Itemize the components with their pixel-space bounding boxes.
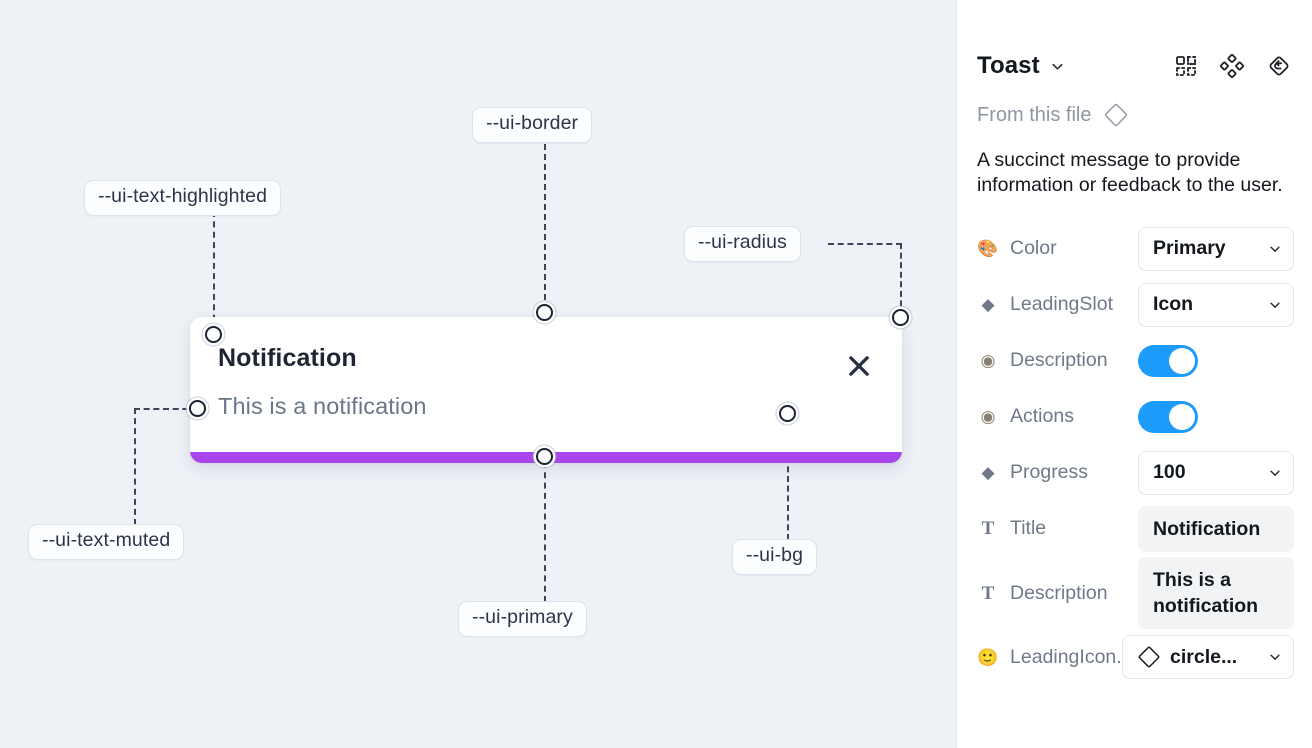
title-field-value: Notification xyxy=(1153,517,1261,540)
handle-ui-text-highlighted[interactable] xyxy=(205,326,222,343)
property-control: Primary xyxy=(1138,226,1294,271)
eye-icon: ◉ xyxy=(980,407,996,427)
property-label-color: 🎨 Color xyxy=(977,237,1130,260)
property-control: This is a notification xyxy=(1138,556,1294,630)
color-select-value: Primary xyxy=(1153,237,1226,260)
property-row-leadingslot: ◆ LeadingSlot Icon xyxy=(957,277,1312,333)
connector-ui-border xyxy=(544,144,546,310)
property-row-description-toggle: ◉ Description xyxy=(957,333,1312,389)
from-this-file-row: From this file xyxy=(957,80,1312,128)
property-name: Description xyxy=(1010,349,1108,372)
property-name: LeadingSlot xyxy=(1010,293,1114,316)
chevron-down-icon[interactable] xyxy=(1050,59,1065,74)
property-name: Title xyxy=(1010,517,1047,540)
leadingslot-select-value: Icon xyxy=(1153,293,1194,316)
handle-ui-bg[interactable] xyxy=(779,405,796,422)
property-row-description-text: T Description This is a notification xyxy=(957,556,1312,630)
connector-ui-text-highlighted xyxy=(213,211,215,331)
description-field[interactable]: This is a notification xyxy=(1138,556,1294,630)
header-icon-group xyxy=(1174,53,1292,79)
text-type-icon: T xyxy=(981,582,995,604)
component-variants-icon[interactable] xyxy=(1174,54,1198,78)
property-control: Icon xyxy=(1138,282,1294,327)
chevron-down-icon xyxy=(1262,298,1282,312)
toast-description: This is a notification xyxy=(218,393,427,419)
handle-ui-border[interactable] xyxy=(536,304,553,321)
text-type-icon: T xyxy=(981,518,995,540)
property-row-actions-toggle: ◉ Actions xyxy=(957,389,1312,445)
property-control xyxy=(1138,344,1294,377)
handle-ui-text-muted[interactable] xyxy=(189,400,206,417)
annotation-ui-text-highlighted[interactable]: --ui-text-highlighted xyxy=(84,180,282,216)
connector-ui-radius-horizontal xyxy=(828,243,902,245)
property-control: 100 xyxy=(1138,450,1294,495)
property-name: Description xyxy=(1010,581,1108,604)
property-name: Actions xyxy=(1010,405,1074,428)
properties-panel: Toast xyxy=(956,0,1312,748)
property-label-progress: ◆ Progress xyxy=(977,461,1130,484)
design-canvas[interactable]: Notification This is a notification --ui… xyxy=(0,0,956,748)
connector-ui-bg xyxy=(787,418,789,540)
toggle-knob xyxy=(1169,403,1195,430)
annotation-ui-bg[interactable]: --ui-bg xyxy=(732,539,818,575)
property-control: circle... xyxy=(1122,635,1294,680)
annotation-ui-primary[interactable]: --ui-primary xyxy=(458,601,587,637)
annotation-ui-radius[interactable]: --ui-radius xyxy=(684,226,801,262)
toast-title: Notification xyxy=(218,344,357,372)
connector-ui-radius-vertical xyxy=(900,243,902,316)
connector-ui-text-muted-vertical xyxy=(134,408,136,525)
handle-ui-primary[interactable] xyxy=(536,448,553,465)
chevron-down-icon xyxy=(1262,650,1282,664)
progress-select[interactable]: 100 xyxy=(1138,450,1294,495)
progress-select-value: 100 xyxy=(1153,461,1186,484)
color-select[interactable]: Primary xyxy=(1138,226,1294,271)
property-label-description: ◉ Description xyxy=(977,349,1130,372)
title-field[interactable]: Notification xyxy=(1138,505,1294,552)
property-control xyxy=(1138,400,1294,433)
property-list: 🎨 Color Primary xyxy=(957,221,1312,686)
property-control: Notification xyxy=(1138,505,1294,552)
diamond-component-icon xyxy=(1103,102,1129,128)
property-label-title: T Title xyxy=(977,517,1130,540)
annotation-ui-text-muted[interactable]: --ui-text-muted xyxy=(28,524,185,560)
diamond-component-icon xyxy=(1137,645,1161,669)
chevron-down-icon xyxy=(1262,242,1282,256)
property-label-actions: ◉ Actions xyxy=(977,405,1130,428)
chevron-down-icon xyxy=(1262,466,1282,480)
annotation-ui-border[interactable]: --ui-border xyxy=(472,107,593,143)
from-this-file-label: From this file xyxy=(977,103,1092,126)
smiley-icon: 🙂 xyxy=(977,647,999,667)
component-set-icon[interactable] xyxy=(1220,54,1244,78)
property-name: Color xyxy=(1010,237,1057,260)
property-label-description-text: T Description xyxy=(977,582,1130,605)
leadingslot-select[interactable]: Icon xyxy=(1138,282,1294,327)
toggle-knob xyxy=(1169,347,1195,374)
description-toggle[interactable] xyxy=(1138,344,1198,377)
leadingicon-select-value: circle... xyxy=(1170,645,1238,668)
property-row-color: 🎨 Color Primary xyxy=(957,221,1312,277)
close-x-icon[interactable] xyxy=(846,353,872,379)
component-description: A succinct message to provide informatio… xyxy=(977,149,1283,197)
connector-ui-primary xyxy=(544,462,546,602)
property-name: Progress xyxy=(1010,461,1089,484)
page-title: Toast xyxy=(977,52,1040,79)
leadingicon-select[interactable]: circle... xyxy=(1122,635,1294,680)
property-row-leadingicon: 🙂 LeadingIcon... circle... xyxy=(957,629,1312,685)
reset-instance-icon[interactable] xyxy=(1266,53,1292,79)
description-field-value: This is a notification xyxy=(1153,568,1259,617)
property-row-title: T Title Notification xyxy=(957,501,1312,557)
palette-icon: 🎨 xyxy=(977,239,999,259)
panel-header: Toast xyxy=(957,0,1312,80)
property-row-progress: ◆ Progress 100 xyxy=(957,445,1312,501)
handle-ui-radius[interactable] xyxy=(892,309,909,326)
toast-component-preview[interactable]: Notification This is a notification xyxy=(190,317,902,463)
actions-toggle[interactable] xyxy=(1138,400,1198,433)
property-label-leadingicon: 🙂 LeadingIcon... xyxy=(977,646,1130,669)
property-label-leadingslot: ◆ LeadingSlot xyxy=(977,293,1130,316)
property-name: LeadingIcon... xyxy=(1010,645,1130,668)
connector-ui-text-muted-horizontal xyxy=(134,408,198,410)
eye-icon: ◉ xyxy=(980,351,996,371)
diamond-solid-icon: ◆ xyxy=(981,463,995,483)
diamond-solid-icon: ◆ xyxy=(981,295,995,315)
